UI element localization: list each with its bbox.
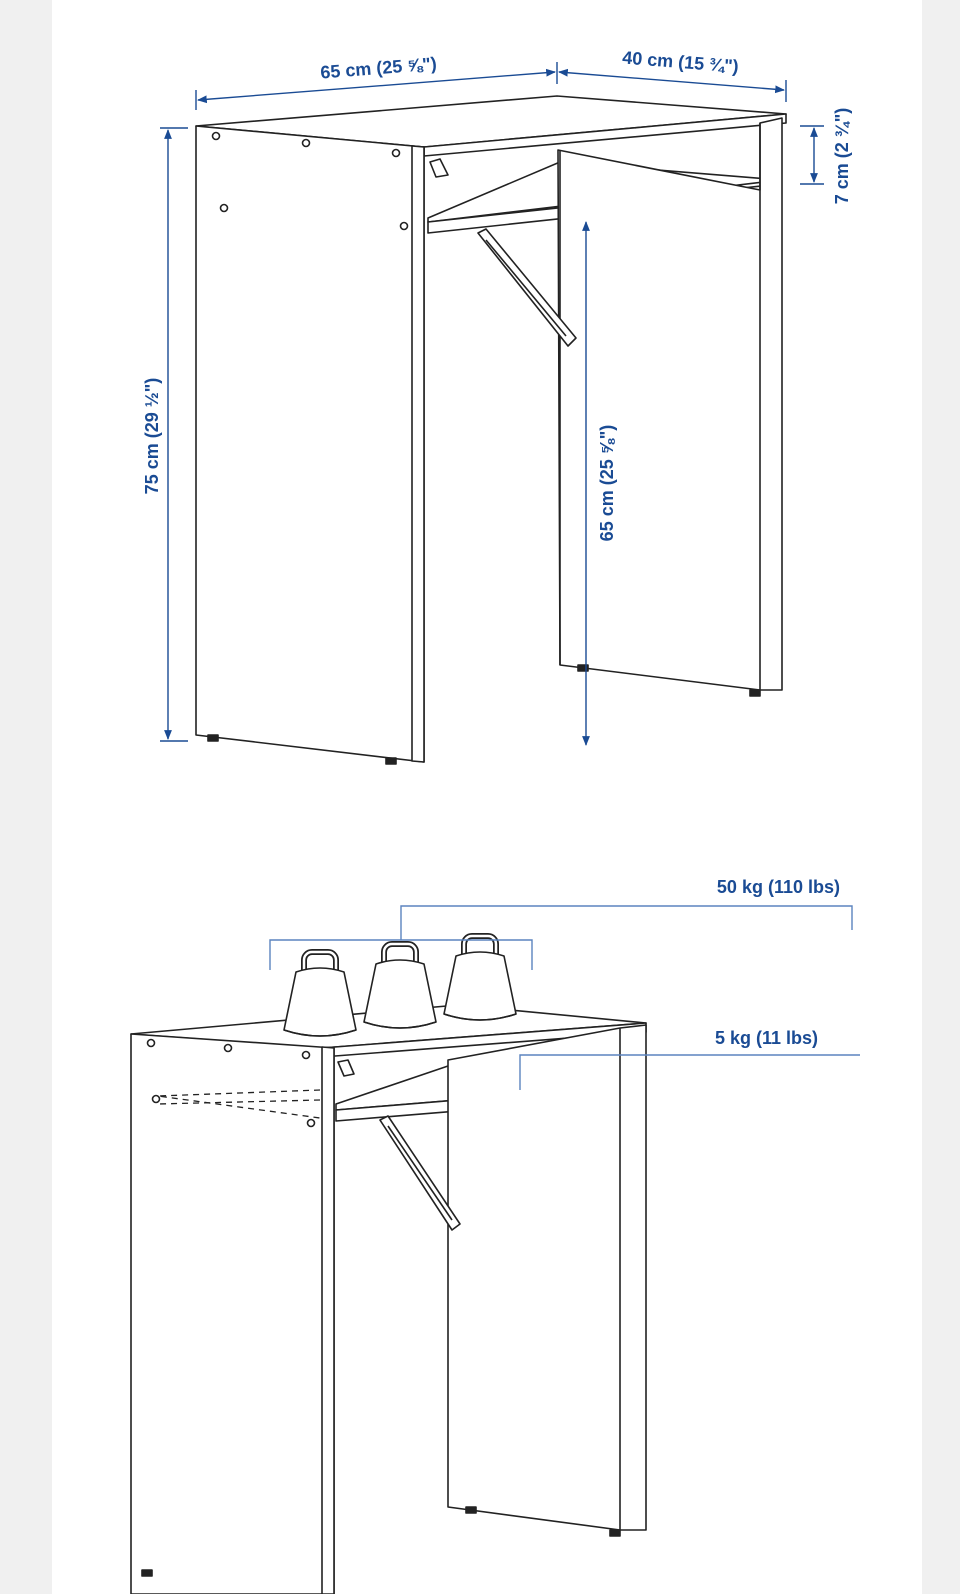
right-back-leg xyxy=(447,1024,647,1531)
load-leaders xyxy=(269,905,860,1090)
left-panel-edge xyxy=(411,145,425,763)
desk-load-drawing xyxy=(130,933,647,1594)
leg-height-label: 65 cm (25 ⅝") xyxy=(597,425,617,542)
dimension-lines xyxy=(160,62,824,746)
left-side-panel xyxy=(195,125,425,763)
shelf-bracket xyxy=(477,228,577,347)
left-panel-edge xyxy=(321,1046,335,1594)
screw-icon xyxy=(223,1043,233,1053)
shelf-gap-label: 7 cm (2 ¾") xyxy=(832,108,852,205)
weight-icon xyxy=(443,933,517,1021)
width-dimension-line xyxy=(197,68,556,104)
screw-icon xyxy=(399,221,409,231)
shelf-load-leader xyxy=(519,1054,860,1090)
shelf-load-label: 5 kg (11 lbs) xyxy=(715,1028,818,1048)
screw-icon xyxy=(301,138,311,148)
screw-icon xyxy=(391,148,401,158)
screw-icon xyxy=(306,1118,316,1128)
width-label: 65 cm (25 ⅝") xyxy=(320,53,438,82)
weight-icon xyxy=(283,949,357,1037)
left-side-panel xyxy=(130,1033,335,1594)
depth-dimension-line xyxy=(558,68,785,94)
depth-label: 40 cm (15 ¾") xyxy=(622,47,740,76)
right-back-leg xyxy=(557,117,783,691)
screw-icon xyxy=(151,1094,161,1104)
total-height-label: 75 cm (29 ½") xyxy=(142,378,162,495)
desk-dimension-drawing xyxy=(195,95,787,765)
screw-icon xyxy=(211,131,221,141)
screw-icon xyxy=(146,1038,156,1048)
screw-icon xyxy=(219,203,229,213)
top-load-leader xyxy=(400,905,853,940)
top-load-label: 50 kg (110 lbs) xyxy=(717,877,840,897)
weight-icon xyxy=(363,941,437,1029)
screw-icon xyxy=(301,1050,311,1060)
